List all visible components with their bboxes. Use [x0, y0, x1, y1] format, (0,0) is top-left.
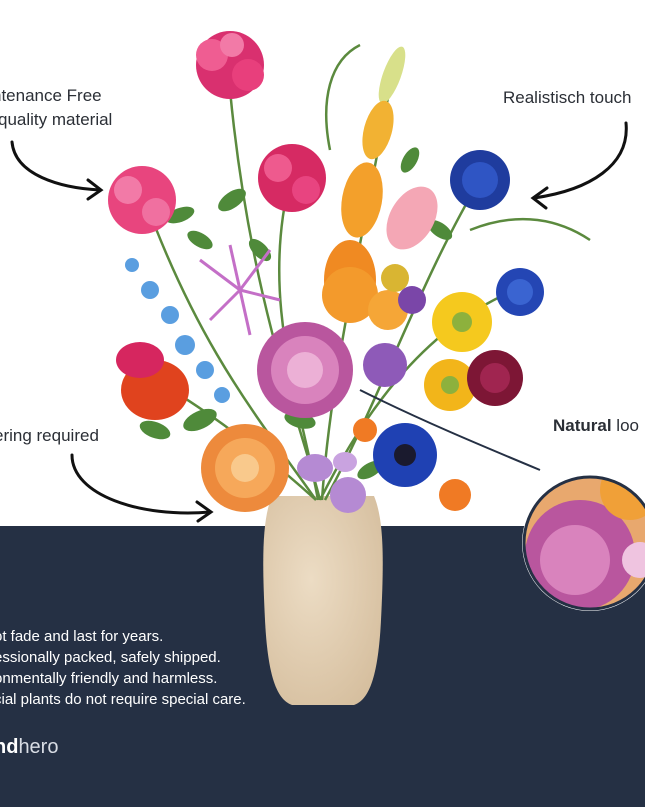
callout-natural-look: Natural loo: [553, 414, 639, 438]
blue-cornflower-right: [496, 268, 544, 316]
brand-light: hero: [18, 736, 59, 758]
orange-cluster: [322, 264, 409, 330]
pink-geranium-top: [196, 31, 264, 99]
zoom-detail-circle: [522, 475, 645, 611]
pink-flower-left: [108, 166, 176, 234]
feature-item: cial plants do not require special care.: [0, 691, 246, 708]
feature-item: ot fade and last for years.: [0, 628, 164, 645]
light-pink-flower: [386, 186, 438, 250]
arrow-left-top: [10, 140, 102, 192]
natural-rest-text: loo: [611, 416, 639, 435]
lilac-dahlia: [257, 322, 353, 418]
yellow-rudbeckia-2: [424, 359, 476, 411]
arrow-left-bottom: [70, 453, 212, 515]
pink-flower-center: [258, 144, 326, 212]
yellow-rudbeckia-1: [432, 292, 492, 352]
callout-maintenance-line1: ntenance Free: [0, 86, 102, 105]
feature-list: ot fade and last for years. essionally p…: [0, 626, 246, 710]
vase: [263, 496, 383, 705]
peach-rose: [201, 424, 289, 512]
orange-small-flowers: [353, 418, 471, 511]
sweet-pea-flowers: [297, 452, 366, 513]
feature-item: essionally packed, safely shipped.: [0, 649, 221, 666]
blue-anemone: [373, 423, 437, 487]
natural-bold-text: Natural: [553, 416, 612, 435]
red-tulip: [116, 342, 189, 420]
purple-spider-flower: [199, 244, 281, 336]
brand-bold: nd: [0, 736, 19, 758]
brand-logo: ndhero: [0, 736, 58, 759]
burgundy-flower: [467, 350, 523, 406]
arrow-right-top: [532, 121, 628, 200]
feature-item: onmentally friendly and harmless.: [0, 670, 218, 687]
blue-cornflower-top: [450, 150, 510, 210]
callout-watering: ering required: [0, 426, 99, 445]
blue-small-flowers: [125, 258, 230, 403]
callout-maintenance-line2: quality material: [0, 110, 113, 129]
purple-flowers: [363, 286, 426, 387]
callout-arrows: [10, 121, 628, 523]
white-background: [0, 0, 645, 526]
arrow-natural-look: [359, 389, 541, 471]
callout-realistic-touch: Realistisch touch: [503, 88, 632, 107]
